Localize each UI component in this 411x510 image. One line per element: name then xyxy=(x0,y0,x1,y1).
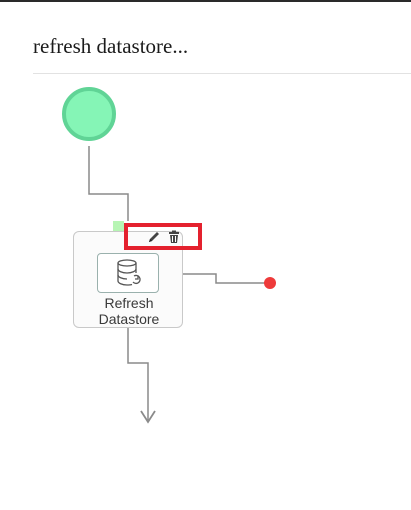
node-label: Refresh Datastore xyxy=(74,295,184,327)
page-title: refresh datastore... xyxy=(33,34,189,58)
title-divider xyxy=(33,73,411,74)
edit-node-button[interactable] xyxy=(146,229,162,245)
connector-handle[interactable] xyxy=(113,221,124,231)
node-actions-highlight xyxy=(124,223,202,250)
delete-node-button[interactable] xyxy=(166,229,182,245)
database-refresh-icon xyxy=(117,259,141,286)
end-point[interactable] xyxy=(264,277,276,289)
node-label-line1: Refresh xyxy=(104,295,154,311)
node-label-line2: Datastore xyxy=(98,311,160,327)
arrow-head-icon xyxy=(140,410,156,424)
node-icon-box xyxy=(97,253,159,293)
error-connector xyxy=(160,273,265,284)
window-top-border xyxy=(0,0,411,2)
pencil-icon xyxy=(149,232,159,242)
start-connector xyxy=(88,146,129,221)
refresh-datastore-node[interactable]: Refresh Datastore xyxy=(73,231,183,328)
next-connector xyxy=(127,328,149,420)
trash-icon xyxy=(169,230,179,243)
start-node[interactable] xyxy=(62,87,116,141)
